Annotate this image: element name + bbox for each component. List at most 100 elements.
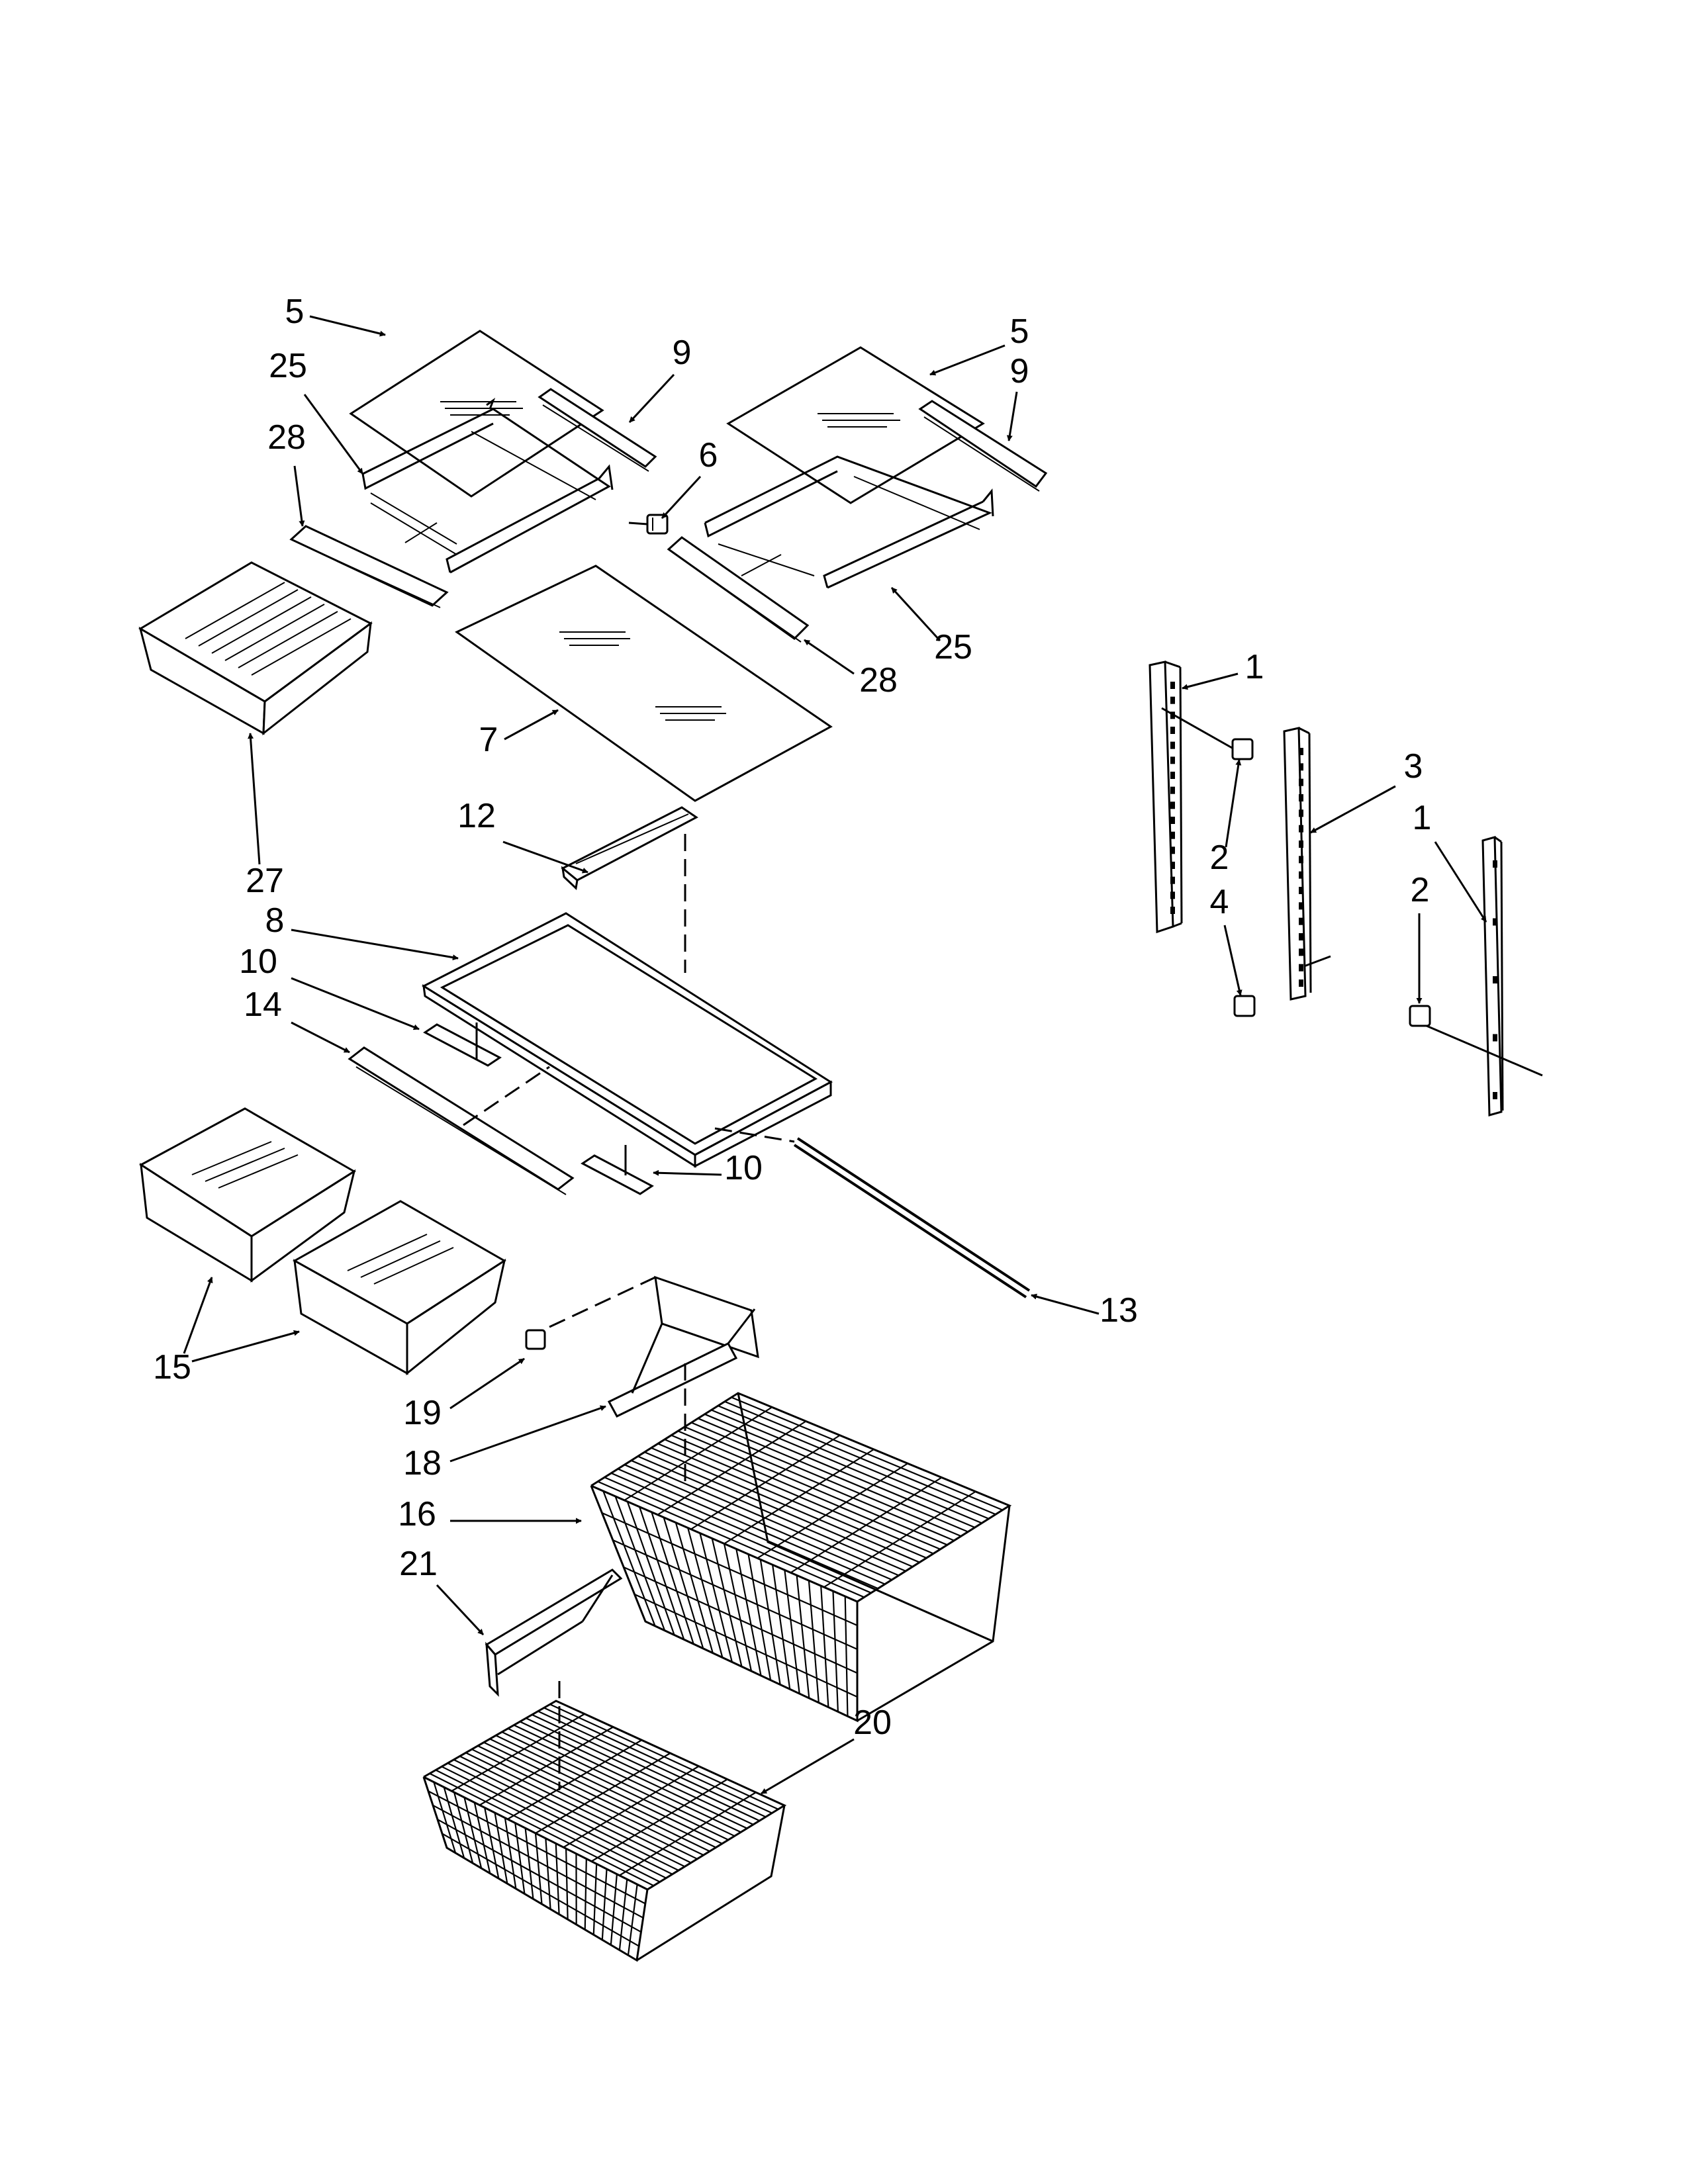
callout-number: 5 (1010, 312, 1029, 351)
crisper-slide-rod (714, 1127, 1031, 1298)
callout-number: 18 (403, 1444, 442, 1482)
crisper-cover-clip-a (423, 1023, 502, 1067)
leader-line (628, 373, 675, 424)
callout-c18: 18 (403, 1405, 606, 1482)
leader-line (436, 1584, 485, 1636)
glass-shelf-right (726, 346, 985, 504)
shelf-rail-middle (1233, 727, 1331, 1017)
callout-c7: 7 (479, 709, 559, 759)
crisper-cover-frame (421, 912, 833, 1168)
shelf-trim-left (289, 525, 449, 608)
leader-line (309, 315, 386, 337)
callout-c15: 15 (153, 1277, 213, 1387)
callout-number: 3 (1404, 747, 1423, 786)
callout-c1b: 1 (1413, 799, 1487, 923)
leader-line (293, 465, 305, 527)
callout-number: 25 (934, 628, 972, 666)
leader-line (1434, 841, 1487, 923)
callout-c3: 3 (1310, 747, 1423, 834)
callout-c10b: 10 (653, 1149, 763, 1187)
leader-line (248, 733, 261, 865)
callout-number: 5 (285, 293, 305, 331)
leader-line (1006, 391, 1018, 441)
callout-c19: 19 (403, 1357, 525, 1432)
callout-c25b: 25 (890, 586, 972, 666)
callout-number: 16 (398, 1495, 436, 1533)
callout-c28a: 28 (267, 418, 306, 527)
leader-line (1310, 785, 1396, 834)
wire-basket-upper (590, 1392, 1012, 1723)
leader-line (1031, 1293, 1100, 1315)
callout-number: 21 (399, 1545, 438, 1583)
shelf-trim-right (667, 536, 810, 643)
crisper-cover-trim (348, 1046, 575, 1195)
callout-number: 7 (479, 721, 498, 759)
shelf-rail-right (1409, 836, 1543, 1116)
callout-number: 2 (1210, 839, 1229, 877)
leader-line (761, 1738, 855, 1795)
crisper-drawer-a (139, 1107, 356, 1283)
callout-c16: 16 (398, 1495, 582, 1533)
shelf-rail-left (1149, 660, 1254, 934)
glass-shelf-large (455, 565, 833, 802)
basket-screw (525, 1276, 656, 1350)
callout-number: 28 (267, 418, 306, 457)
callout-number: 25 (269, 347, 307, 385)
callout-c21: 21 (399, 1545, 485, 1636)
leader-line (291, 1021, 350, 1054)
leader-line (502, 841, 588, 874)
callout-c9b: 9 (1006, 352, 1029, 441)
leader-line (291, 929, 459, 961)
leader-line (504, 709, 559, 741)
callout-number: 14 (244, 985, 282, 1024)
leader-line (449, 1357, 525, 1410)
callout-c14: 14 (244, 985, 350, 1054)
callout-c10a: 10 (239, 942, 420, 1030)
callout-number: 28 (859, 661, 898, 700)
leader-line (291, 977, 420, 1030)
glass-shelf-trim-right (918, 400, 1048, 492)
callout-number: 10 (239, 942, 277, 981)
leader-line (191, 1330, 300, 1363)
callout-c25a: 25 (269, 347, 364, 475)
callout-number: 13 (1100, 1291, 1138, 1330)
shelf-screw (628, 514, 669, 535)
callout-c20: 20 (761, 1704, 892, 1795)
callout-number: 15 (153, 1348, 191, 1387)
callout-number: 8 (265, 901, 285, 940)
leader-line (1225, 759, 1242, 848)
callout-c13: 13 (1031, 1291, 1138, 1330)
callout-c6: 6 (661, 436, 718, 520)
callout-c28b: 28 (804, 639, 898, 700)
callout-number: 4 (1210, 883, 1229, 921)
leader-line (890, 586, 941, 642)
callout-c1a: 1 (1182, 648, 1264, 690)
shelf-frame-right (704, 455, 994, 589)
leader-line (449, 1405, 606, 1463)
callout-number: 19 (403, 1394, 442, 1432)
basket-divider-bracket (607, 1275, 759, 1489)
callout-number: 12 (457, 797, 496, 835)
leader-line (661, 475, 702, 520)
leader-line (303, 394, 364, 475)
leader-line (183, 1277, 213, 1354)
crisper-cover-clip-b (581, 1145, 654, 1195)
callout-number: 20 (853, 1704, 892, 1742)
callout-number: 27 (246, 862, 284, 900)
callout-c27: 27 (246, 733, 284, 900)
callout-c2b: 2 (1411, 871, 1429, 1004)
callout-number: 1 (1413, 799, 1432, 837)
crisper-drawer-b (292, 1200, 506, 1376)
callout-number: 10 (724, 1149, 763, 1187)
callout-number: 6 (699, 436, 718, 475)
callout-number: 9 (673, 334, 692, 372)
wire-basket-lower (422, 1681, 787, 1962)
leader-line (653, 1169, 722, 1176)
leader-line (804, 639, 855, 675)
callout-c5b: 5 (929, 312, 1029, 376)
callout-c2a: 2 (1210, 759, 1242, 877)
glass-shelf-trim-left (538, 388, 657, 472)
basket-divider (485, 1569, 623, 1697)
crisper-cover-bracket (561, 806, 698, 973)
